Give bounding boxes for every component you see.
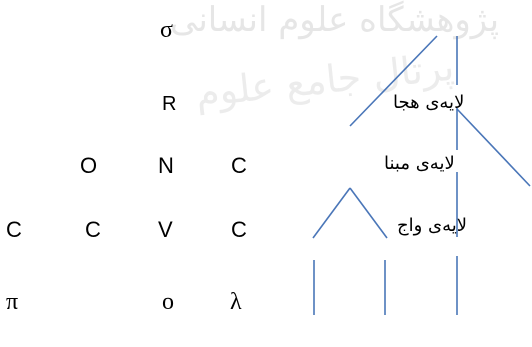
onset-node: O [80,153,98,178]
tree-line-branch-left [312,187,351,239]
sigma-node: σ [160,17,173,43]
coda-node: C [231,153,247,178]
cv-slot-1: C [6,217,22,242]
cv-slot-3: V [158,217,173,242]
tree-line-branch-right [349,187,388,239]
tree-line-mid-right [456,108,531,187]
nucleus-node: N [158,153,174,178]
cv-slot-4: C [231,217,247,242]
segment-lambda: λ [230,289,242,315]
segment-o: o [162,289,174,315]
watermark-top: پژوهشگاه علوم انسانی [170,0,500,40]
rhyme-node: R [162,93,177,115]
tree-line-top-left [349,35,438,127]
layer-label-skeleton: لایه‌ی مبنا [384,153,455,174]
segment-pi: π [6,289,19,315]
cv-slot-2: C [85,217,101,242]
layer-label-syllable: لایه‌ی هجا [393,92,465,113]
layer-label-phoneme: لایه‌ی واج [397,215,468,236]
